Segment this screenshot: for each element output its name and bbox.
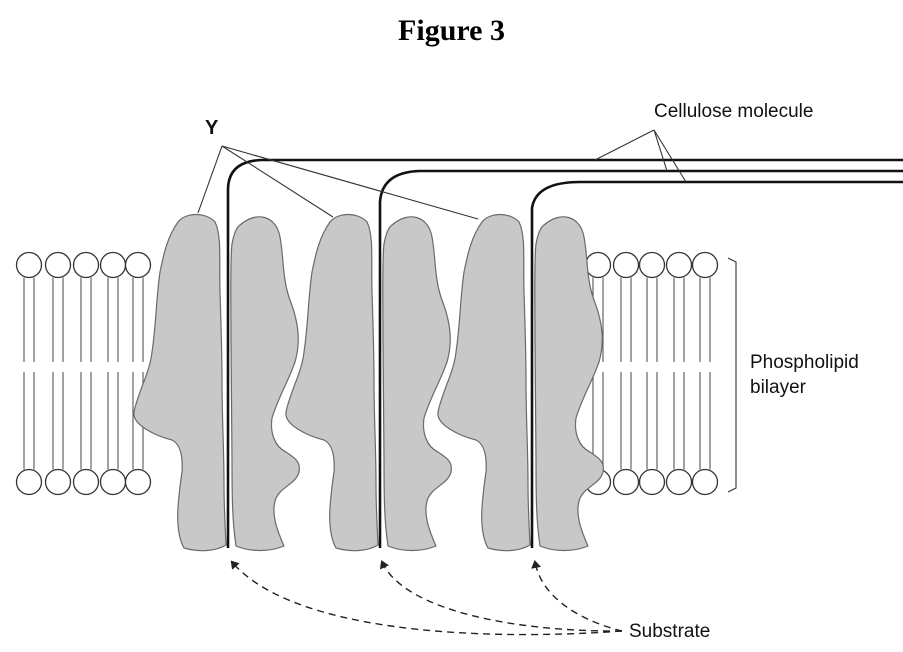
lipid-head-bottom [17, 470, 42, 495]
lipid-head-bottom [74, 470, 99, 495]
lipid-head-top [126, 253, 151, 278]
bilayer-bracket [728, 258, 736, 492]
label-phospholipid: Phospholipid [750, 351, 859, 374]
phospholipid-bilayer-left [17, 253, 151, 495]
label-cellulose-molecule: Cellulose molecule [654, 100, 813, 123]
lipid-head-top [614, 253, 639, 278]
substrate-arrow-3 [535, 562, 622, 631]
lipid-head-top [17, 253, 42, 278]
cellulose-leader-lines [595, 130, 686, 182]
substrate-arrow-1 [232, 562, 622, 635]
lipid-head-bottom [667, 470, 692, 495]
substrate-arrows [232, 562, 622, 635]
lipid-head-top [667, 253, 692, 278]
substrate-arrow-2 [382, 562, 622, 631]
lipid-head-top [74, 253, 99, 278]
label-substrate: Substrate [629, 620, 710, 643]
lipid-head-bottom [693, 470, 718, 495]
lipid-head-bottom [614, 470, 639, 495]
protein-subunit-4 [383, 217, 452, 551]
protein-subunit-3 [286, 215, 378, 551]
lipid-head-bottom [46, 470, 71, 495]
lipid-head-top [693, 253, 718, 278]
lipid-head-bottom [640, 470, 665, 495]
lipid-head-top [586, 253, 611, 278]
lipid-head-bottom [101, 470, 126, 495]
label-y: Y [205, 117, 218, 140]
lipid-head-bottom [126, 470, 151, 495]
protein-subunit-5 [438, 215, 530, 551]
y-leader-lines [198, 146, 478, 219]
protein-subunit-2 [231, 217, 300, 551]
lipid-head-top [640, 253, 665, 278]
phospholipid-bilayer-right [586, 253, 718, 495]
label-bilayer: bilayer [750, 376, 806, 399]
lipid-head-top [46, 253, 71, 278]
lipid-head-top [101, 253, 126, 278]
